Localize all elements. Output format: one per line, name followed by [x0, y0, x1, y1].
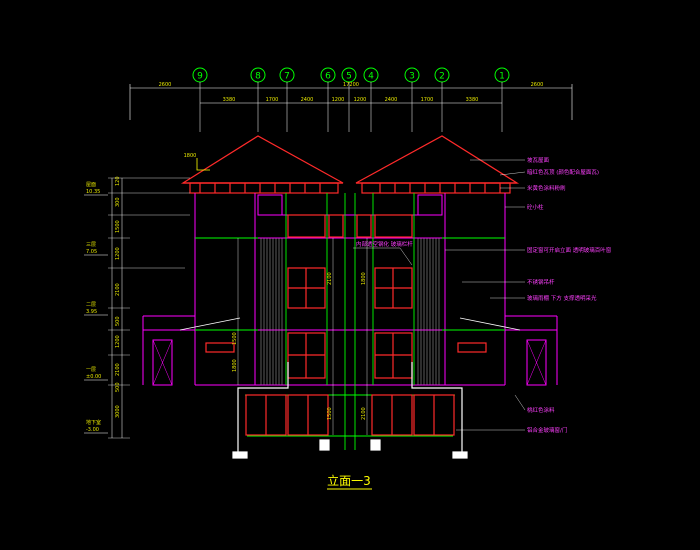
- grid-axis-6: 6: [320, 67, 336, 132]
- svg-text:一层: 一层: [86, 367, 96, 373]
- annotation-text: 坡瓦屋面: [527, 156, 550, 164]
- curtain-wall-right: [417, 238, 440, 385]
- grid-axes: [129, 84, 573, 120]
- glass-canopies: [179, 317, 521, 331]
- svg-text:120: 120: [115, 176, 121, 186]
- svg-text:7: 7: [284, 72, 290, 82]
- svg-text:地下室: 地下室: [86, 419, 101, 426]
- top-dimensions: 2600 17200 2600 3380 1700 2400 1200 1200…: [159, 82, 544, 159]
- level-marker: 一层±0.00: [84, 367, 108, 381]
- svg-text:500: 500: [115, 316, 121, 326]
- curtain-wall-left: [260, 238, 283, 385]
- svg-text:8: 8: [255, 72, 261, 82]
- grid-axis-9: 9: [192, 67, 208, 132]
- level-marker: 地下室-3.00: [84, 419, 108, 434]
- doors-ground: [152, 339, 547, 386]
- grid-axis-1: 1: [494, 67, 510, 132]
- basement-walls: [232, 362, 468, 459]
- svg-text:9: 9: [197, 72, 203, 82]
- dim-overall-left: 2600: [159, 82, 172, 88]
- svg-text:3.95: 3.95: [86, 309, 97, 315]
- annotation-text: 固定窗可开启立面 透明玻璃百叶窗: [527, 246, 612, 254]
- dim-segment: 1700: [421, 97, 434, 103]
- right-annotation-texts: 坡瓦屋面 暗红色瓦顶 (颜色配合屋面瓦) 米黄色涂料粉刷 砼小柱 固定窗可开启立…: [527, 156, 612, 434]
- svg-text:7.05: 7.05: [86, 249, 97, 255]
- building-walls: [142, 193, 558, 386]
- annotation-text: 不锈钢吊杆: [527, 278, 555, 286]
- annotation-text: 米黄色涂料粉刷: [527, 184, 566, 192]
- svg-text:2: 2: [439, 72, 445, 82]
- annotation-text: 内部透空钢化 玻璃栏杆: [356, 240, 413, 248]
- svg-text:1200: 1200: [115, 247, 121, 260]
- svg-text:二层: 二层: [86, 302, 96, 308]
- grid-axis-8: 8: [250, 67, 266, 132]
- svg-text:三层: 三层: [86, 242, 96, 248]
- svg-text:4: 4: [368, 72, 374, 82]
- svg-text:5: 5: [346, 72, 352, 82]
- annotation-text: 桃红色涂料: [527, 406, 555, 414]
- roof-right: [355, 135, 520, 194]
- svg-text:300: 300: [115, 197, 121, 207]
- svg-text:2100: 2100: [327, 272, 333, 285]
- dim-overall-right: 2600: [531, 82, 544, 88]
- svg-text:1500: 1500: [232, 332, 238, 345]
- annotation-text: 玻璃雨棚 下方 支撑透明采光: [527, 294, 597, 302]
- dim-segment: 3380: [466, 97, 479, 103]
- svg-text:±0.00: ±0.00: [86, 374, 101, 380]
- svg-text:500: 500: [115, 382, 121, 392]
- svg-text:1: 1: [499, 72, 505, 82]
- grid-axis-4: 4: [363, 67, 379, 132]
- windows-middle: [205, 267, 487, 379]
- svg-text:1200: 1200: [115, 335, 121, 348]
- svg-text:10.35: 10.35: [86, 189, 100, 195]
- svg-text:6: 6: [325, 72, 331, 82]
- dim-segment: 2400: [385, 97, 398, 103]
- svg-text:1800: 1800: [361, 272, 367, 285]
- annotation-text: 暗红色瓦顶 (颜色配合屋面瓦): [527, 168, 599, 176]
- dim-overall-total: 17200: [343, 82, 359, 88]
- dim-roof-overhang: 1800: [184, 153, 197, 159]
- dim-segment: 1200: [332, 97, 345, 103]
- svg-text:-3.00: -3.00: [86, 427, 99, 433]
- svg-text:2100: 2100: [115, 283, 121, 296]
- center-annotation: 内部透空钢化 玻璃栏杆: [353, 240, 413, 266]
- dim-segment: 1200: [354, 97, 367, 103]
- level-marker: 二层3.95: [84, 302, 108, 316]
- svg-text:2100: 2100: [361, 407, 367, 420]
- annotation-text: 砼小柱: [527, 203, 544, 211]
- basement-windows: [245, 394, 455, 436]
- grid-axis-5: 5: [341, 67, 357, 132]
- level-marker: 三层7.05: [84, 242, 108, 256]
- right-annotations: [445, 159, 526, 431]
- vertical-dimension-inner: 1500 1800 2100 1500 1800 2100: [232, 238, 368, 435]
- svg-text:1500: 1500: [327, 407, 333, 420]
- svg-text:1500: 1500: [115, 220, 121, 233]
- annotation-text: 铝合金玻璃窗/门: [527, 426, 567, 434]
- grid-axis-7: 7: [279, 67, 295, 132]
- vertical-dimension-left: 120 300 1500 1200 2100 500 1200 2100 500…: [108, 176, 190, 439]
- grid-axis-3: 3: [404, 67, 420, 132]
- grid-bubbles: 9 8 7 6 5 4 3 2 1: [192, 67, 510, 132]
- svg-text:1800: 1800: [232, 359, 238, 372]
- dim-segment: 3380: [223, 97, 236, 103]
- svg-text:2100: 2100: [115, 363, 121, 376]
- drawing-title: 立面一3: [327, 473, 371, 488]
- roof-left: [180, 135, 344, 194]
- drawing-title-block: 立面一3: [327, 473, 372, 490]
- structural-lines: [195, 193, 505, 450]
- dim-segment: 2400: [301, 97, 314, 103]
- svg-text:3: 3: [409, 72, 415, 82]
- svg-text:屋面: 屋面: [86, 182, 96, 188]
- windows-upper: [287, 214, 413, 238]
- grid-axis-2: 2: [434, 67, 450, 132]
- dim-segment: 1700: [266, 97, 279, 103]
- svg-text:3000: 3000: [115, 405, 121, 418]
